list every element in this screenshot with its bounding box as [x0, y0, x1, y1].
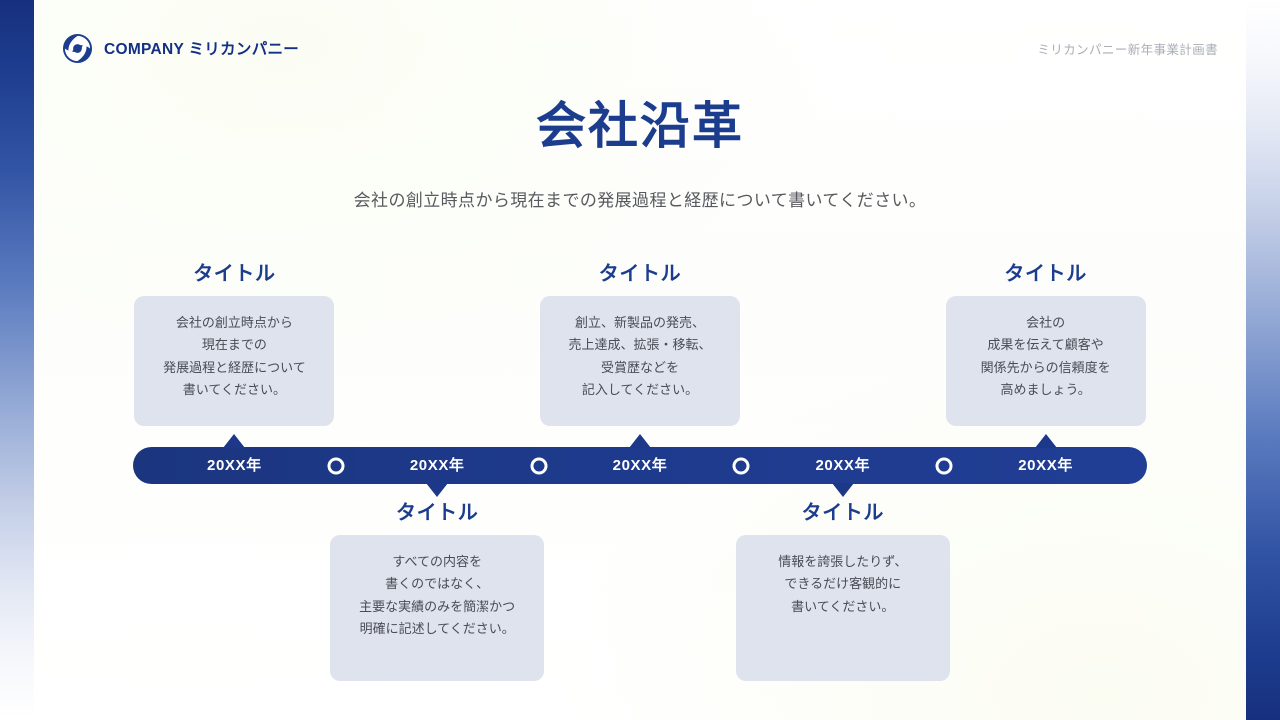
card-body-line: できるだけ客観的に — [784, 576, 902, 592]
circle-outline-marker-icon — [530, 457, 548, 474]
card-body-line: 売上達成、拡張・移転、 — [568, 337, 712, 353]
timeline-year-3: 20XX年 — [612, 457, 668, 474]
timeline-year-4: 20XX年 — [815, 457, 871, 474]
timeline-notch-3 — [629, 434, 651, 448]
card-body-line: 会社の — [1026, 315, 1066, 330]
timeline-card-4: タイトル情報を誇張したりず、できるだけ客観的に書いてください。 — [735, 501, 950, 681]
card-body-line: 会社の創立時点から — [175, 315, 293, 330]
card-body-line: 書くのではなく、 — [385, 576, 490, 592]
card-body: 会社の創立時点から現在までの発展過程と経歴について書いてください。 — [134, 296, 335, 426]
circle-outline-marker-icon — [732, 457, 750, 474]
card-body-line: 書いてください。 — [182, 382, 286, 398]
timeline-bar: 20XX年 20XX年 20XX年 20XX年 20XX年 — [133, 447, 1147, 484]
card-body-line: 現在までの — [201, 337, 267, 353]
card-title: タイトル — [193, 263, 276, 285]
timeline-year-2: 20XX年 — [409, 457, 465, 474]
page-title: 会社沿革 — [536, 98, 744, 154]
card-body-line: 明確に記述してください。 — [359, 621, 515, 637]
timeline-card-2: タイトルすべての内容を書くのではなく、主要な実績のみを簡潔かつ明確に記述してくだ… — [330, 501, 545, 681]
circle-outline-marker-icon — [935, 457, 953, 474]
timeline-card-1: タイトル会社の創立時点から現在までの発展過程と経歴について書いてください。 — [134, 262, 335, 426]
card-body-line: 創立、新製品の発売、 — [574, 315, 705, 330]
timeline-year-5: 20XX年 — [1018, 457, 1073, 474]
card-title: タイトル — [395, 502, 479, 524]
aperture-swirl-logo-icon — [62, 33, 93, 63]
card-title: タイトル — [1004, 263, 1087, 285]
timeline-notch-4 — [831, 483, 854, 497]
card-body-line: すべての内容を — [392, 554, 482, 569]
card-body-line: 成果を伝えて顧客や — [987, 337, 1104, 353]
timeline-notch-2 — [426, 483, 449, 497]
circle-outline-marker-icon — [327, 457, 345, 474]
timeline-notch-5 — [1034, 434, 1057, 448]
page-subtitle: 会社の創立時点から現在までの発展過程と経歴について書いてください。 — [353, 191, 927, 210]
slide-header: COMPANY ミリカンパニー ミリカンパニー新年事業計画書 — [62, 31, 1218, 65]
card-title: タイトル — [598, 263, 682, 285]
timeline-card-3: タイトル創立、新製品の発売、売上達成、拡張・移転、受賞歴などを記入してください。 — [540, 262, 740, 426]
card-body-line: 関係先からの信頼度を — [980, 359, 1111, 375]
card-body-line: 発展過程と経歴について — [163, 359, 306, 375]
card-body: すべての内容を書くのではなく、主要な実績のみを簡潔かつ明確に記述してください。 — [330, 535, 545, 681]
timeline-card-5: タイトル会社の成果を伝えて顧客や関係先からの信頼度を高めましょう。 — [945, 262, 1146, 426]
document-label: ミリカンパニー新年事業計画書 — [1037, 42, 1218, 57]
timeline-year-1: 20XX年 — [207, 457, 262, 474]
card-body: 情報を誇張したりず、できるだけ客観的に書いてください。 — [735, 535, 950, 681]
card-body: 創立、新製品の発売、売上達成、拡張・移転、受賞歴などを記入してください。 — [540, 296, 740, 426]
card-body-line: 主要な実績のみを簡潔かつ — [359, 598, 516, 614]
card-body-line: 書いてください。 — [791, 598, 895, 614]
card-body: 会社の成果を伝えて顧客や関係先からの信頼度を高めましょう。 — [945, 296, 1146, 426]
card-body-line: 情報を誇張したりず、 — [778, 554, 908, 569]
card-body-line: 高めましょう。 — [1000, 382, 1091, 398]
brand-lockup: COMPANY ミリカンパニー — [62, 33, 299, 64]
brand-name: COMPANY ミリカンパニー — [104, 41, 300, 58]
card-body-line: 受賞歴などを — [600, 359, 679, 375]
card-title: タイトル — [801, 502, 884, 524]
timeline-notch-1 — [223, 434, 246, 448]
card-body-line: 記入してください。 — [581, 382, 699, 398]
